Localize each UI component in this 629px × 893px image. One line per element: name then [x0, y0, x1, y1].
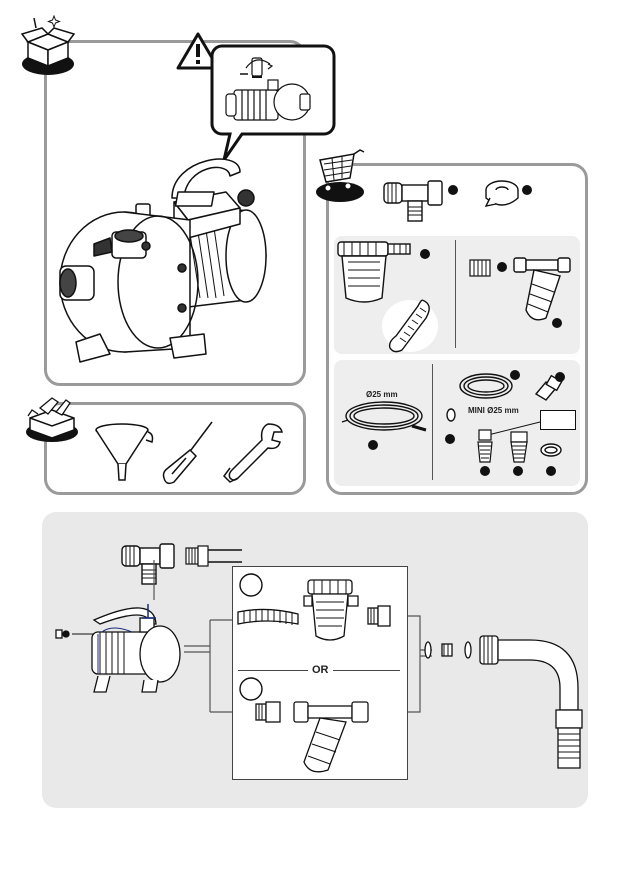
wrench-icon [222, 420, 286, 486]
suction-hose-short-item [380, 296, 440, 356]
item-number-badge [368, 440, 378, 450]
suction-hose-long-item [340, 396, 430, 440]
item-number-badge [420, 249, 430, 259]
tee-connector-item [380, 175, 448, 223]
option-b-nipple [254, 700, 284, 724]
assembly-tee-connector [118, 538, 188, 588]
screwdriver-icon [160, 420, 216, 486]
option-a-filter [302, 578, 362, 644]
item-number-badge [513, 466, 523, 476]
ptfe-tape-item [482, 178, 522, 210]
unbox-icon [18, 14, 78, 76]
toolbox-icon [20, 396, 80, 444]
hose-clamp-item [538, 440, 564, 460]
mini-diameter-label: MINI Ø25 mm [468, 406, 519, 415]
item-number-badge [445, 434, 455, 444]
garden-hose-coil-item [456, 370, 516, 402]
item-number-badge [546, 466, 556, 476]
shopping-cart-icon [314, 148, 366, 204]
priming-callout [212, 44, 336, 164]
assembly-washers [422, 638, 478, 662]
item-number-badge [555, 372, 565, 382]
item-number-badge [480, 466, 490, 476]
nipple-adapter-item [468, 258, 492, 278]
item-number-badge [497, 262, 507, 272]
assembly-suction-hose [478, 628, 588, 774]
or-label: OR [308, 664, 333, 676]
assembly-pump [44, 584, 184, 694]
option-a-hose [236, 604, 300, 630]
option-a-nipple [366, 604, 392, 628]
item-number-badge [510, 370, 520, 380]
item-number-badge [552, 318, 562, 328]
divider [455, 316, 456, 346]
washer-icon [444, 408, 458, 422]
option-b-marker [238, 676, 264, 702]
option-a-marker [238, 572, 264, 598]
hose-tail-item-2 [508, 430, 530, 464]
funnel-icon [94, 422, 158, 484]
option-b-y-filter [292, 700, 374, 776]
item-number-badge [522, 185, 532, 195]
y-filter-item [512, 254, 576, 326]
pump-illustration [50, 158, 290, 380]
item-number-badge [448, 185, 458, 195]
divider [432, 364, 433, 480]
hose-tail-item [476, 428, 494, 464]
